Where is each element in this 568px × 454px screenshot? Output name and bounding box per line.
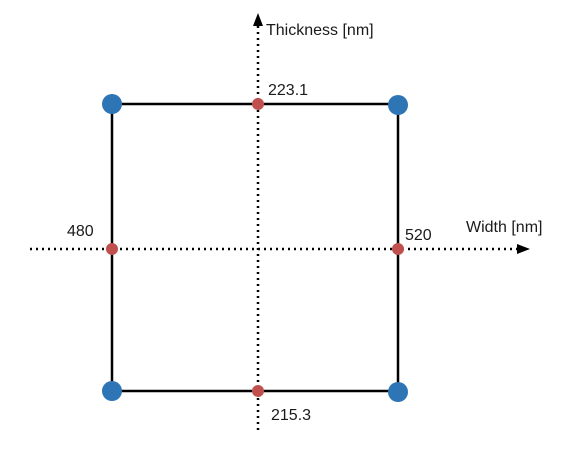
design-space-square <box>110 102 400 393</box>
thickness-max-label: 223.1 <box>268 82 308 99</box>
width-max-label: 520 <box>405 227 432 244</box>
midpoint-bottom <box>252 385 264 397</box>
corner-point-bottom-left <box>102 381 122 401</box>
width-axis-label: Width [nm] <box>466 219 542 236</box>
thickness-min-label: 215.3 <box>271 407 311 424</box>
midpoint-left <box>106 243 118 255</box>
thickness-axis-label: Thickness [nm] <box>266 22 374 39</box>
width-axis-arrowhead <box>517 244 530 254</box>
corner-point-top-right <box>388 95 408 115</box>
corner-point-top-left <box>102 94 122 114</box>
midpoint-top <box>252 98 264 110</box>
corner-point-bottom-right <box>388 382 408 402</box>
midpoint-right <box>392 243 404 255</box>
thickness-axis-arrowhead <box>253 13 263 26</box>
width-min-label: 480 <box>67 223 94 240</box>
